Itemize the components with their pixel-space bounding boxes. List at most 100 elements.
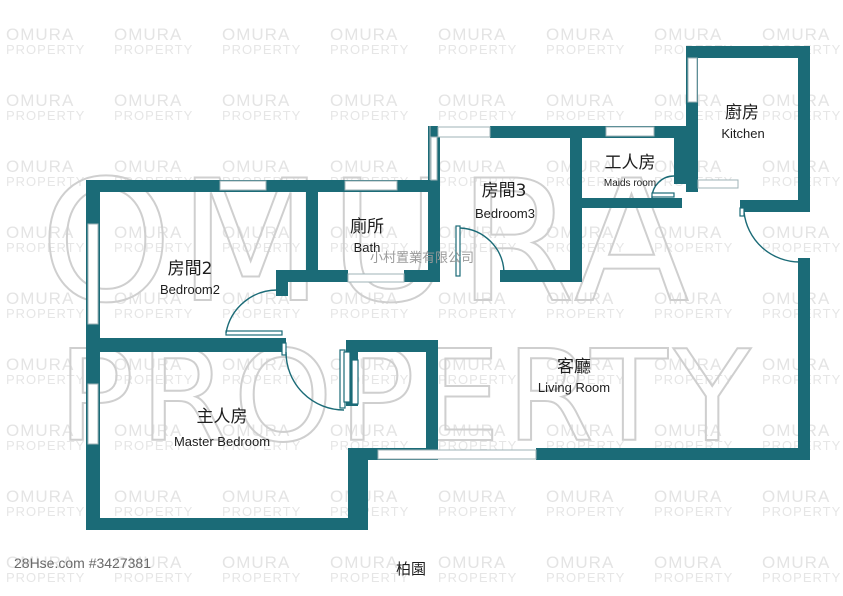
watermark-tile-line2: PROPERTY (546, 108, 625, 123)
watermark-tile-line1: OMURA (222, 553, 290, 572)
watermark-tile-line1: OMURA (6, 487, 74, 506)
watermark-tile-line2: PROPERTY (222, 108, 301, 123)
wall-bath-bottom-left (276, 270, 348, 282)
watermark-tile-line1: OMURA (114, 25, 182, 44)
watermark-tile-line1: OMURA (222, 157, 290, 176)
watermark-tile-line1: OMURA (546, 25, 614, 44)
watermark-tile-line2: PROPERTY (330, 42, 409, 57)
wall-bath-left (306, 180, 318, 272)
watermark-tile-line2: PROPERTY (654, 306, 733, 321)
watermark-tile-line1: OMURA (330, 25, 398, 44)
watermark-tile-line1: OMURA (762, 157, 830, 176)
wall-living-bottom (536, 448, 810, 460)
bath-label-en: Bath (354, 240, 381, 255)
watermark-tile-line2: PROPERTY (114, 306, 193, 321)
watermark-tile-line2: PROPERTY (222, 372, 301, 387)
door-kitchen-swing (743, 211, 801, 263)
watermark-tile-line2: PROPERTY (546, 306, 625, 321)
watermark-tile-line2: PROPERTY (438, 504, 517, 519)
door-maids-leaf (651, 192, 675, 198)
watermark-tile-line2: PROPERTY (330, 306, 409, 321)
watermark-tile-line2: PROPERTY (438, 372, 517, 387)
watermark-tile-line2: PROPERTY (654, 240, 733, 255)
watermark-tile-line2: PROPERTY (546, 240, 625, 255)
kitchen-label-zh: 廚房 (725, 102, 759, 123)
watermark-tile-line2: PROPERTY (222, 504, 301, 519)
door-master-swing (285, 351, 345, 411)
watermark-tile-line1: OMURA (330, 289, 398, 308)
window-master-left (87, 383, 99, 445)
watermark-tile-line2: PROPERTY (222, 42, 301, 57)
bedroom2-label-zh: 房間2 (168, 259, 213, 279)
watermark-tile-line1: OMURA (222, 25, 290, 44)
bath-label-zh: 廁所 (350, 216, 384, 237)
watermark-tile-line2: PROPERTY (114, 438, 193, 453)
watermark-tile-line1: OMURA (114, 223, 182, 242)
watermark-tile-line1: OMURA (222, 223, 290, 242)
watermark-tile-line1: OMURA (6, 355, 74, 374)
wall-right (798, 258, 810, 460)
door-bedroom3-swing (459, 227, 505, 273)
window-bedroom3-top (437, 126, 491, 138)
watermark-tile-line1: OMURA (762, 355, 830, 374)
watermark-tile-line1: OMURA (546, 355, 614, 374)
watermark-tile-line1: OMURA (330, 421, 398, 440)
watermark-tile-line2: PROPERTY (654, 372, 733, 387)
watermark-tile-line2: PROPERTY (222, 438, 301, 453)
watermark-tile-line2: PROPERTY (222, 240, 301, 255)
bedroom3-label-en: Bedroom3 (475, 206, 535, 221)
estate-name: 柏園 (396, 560, 426, 578)
watermark-tile-line1: OMURA (438, 157, 506, 176)
watermark-tile-line1: OMURA (546, 421, 614, 440)
watermark-tile-line2: PROPERTY (114, 240, 193, 255)
watermark-tile-line1: OMURA (438, 421, 506, 440)
watermark-tile-line2: PROPERTY (6, 240, 85, 255)
watermark-tile-line2: PROPERTY (6, 504, 85, 519)
door-closet-b (351, 359, 359, 405)
watermark-tile-line1: OMURA (114, 487, 182, 506)
watermark-tile-line2: PROPERTY (114, 504, 193, 519)
wall-master-right-lower (348, 448, 368, 530)
listing-id: 28Hse.com #3427381 (14, 555, 151, 571)
watermark-tile-line1: OMURA (438, 25, 506, 44)
door-bedroom2-swing (225, 289, 279, 334)
kitchen-label-en: Kitchen (721, 126, 764, 141)
watermark-tile-line1: OMURA (330, 91, 398, 110)
watermark-tile-line2: PROPERTY (762, 570, 841, 585)
window-bath-top (344, 180, 398, 191)
wall-bedroom2-door-jamb (276, 270, 288, 296)
wall-maids-right (674, 126, 686, 184)
watermark-tile-line1: OMURA (762, 553, 830, 572)
watermark-tile-line1: OMURA (762, 421, 830, 440)
doors (225, 175, 801, 411)
wall-kitchen-right (798, 46, 810, 212)
watermark-tile-line2: PROPERTY (654, 504, 733, 519)
watermark-tile-line1: OMURA (222, 91, 290, 110)
bedroom3-label-zh: 房間3 (482, 181, 527, 201)
windows (87, 57, 739, 460)
watermark-tile-line1: OMURA (114, 355, 182, 374)
wall-closet-right (426, 340, 438, 460)
watermark-tile-line1: OMURA (222, 421, 290, 440)
watermark-tile-line1: OMURA (6, 289, 74, 308)
watermark-tile-line2: PROPERTY (6, 174, 85, 189)
watermark-tile-line1: OMURA (438, 289, 506, 308)
watermark-tile-line2: PROPERTY (222, 306, 301, 321)
watermark-tile-line1: OMURA (114, 553, 182, 572)
watermark-tile-line1: OMURA (114, 289, 182, 308)
watermark-tile-line1: OMURA (762, 91, 830, 110)
watermark-tile-line1: OMURA (330, 157, 398, 176)
wall-maids-bottom (582, 198, 682, 208)
watermark-tile-line1: OMURA (654, 25, 722, 44)
watermark-tile-line1: OMURA (654, 289, 722, 308)
watermark-tile-line1: OMURA (762, 487, 830, 506)
watermark-tile-line1: OMURA (654, 487, 722, 506)
window-maids-top (605, 126, 655, 137)
bedroom2-label-en: Bedroom2 (160, 282, 220, 297)
watermark-tile-line2: PROPERTY (762, 504, 841, 519)
watermark-tile-line1: OMURA (546, 91, 614, 110)
watermark-tile-line1: OMURA (654, 355, 722, 374)
wall-bedroom3-bottom (500, 270, 582, 282)
watermark-tile-line1: OMURA (654, 553, 722, 572)
